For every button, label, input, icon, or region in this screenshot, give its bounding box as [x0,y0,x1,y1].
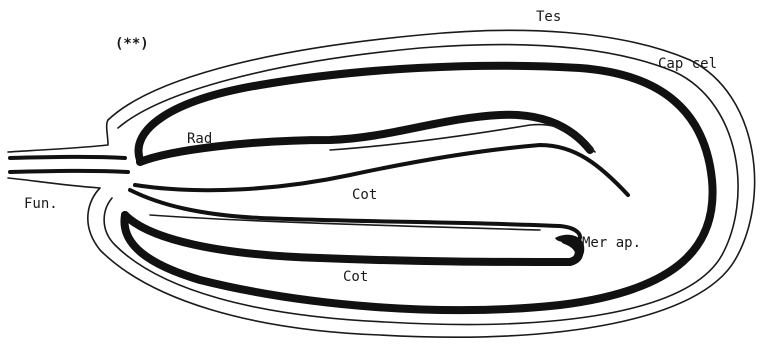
upper-cotyledon-lower-edge [135,145,628,195]
embryo-boundary-thick [124,66,712,310]
label-apical-meristem: Mer ap. [582,235,641,251]
seed-coat-outer-outline [8,30,755,337]
label-cotyledon-lower: Cot [343,269,368,285]
label-cell-layer: Cap cel [658,56,717,72]
label-funiculus: Fun. [24,196,58,212]
figure-marker: (**) [115,36,149,52]
funiculus-stalk-upper [10,157,125,158]
label-radicle: Rad [187,131,212,147]
label-testa: Tes [536,9,561,25]
funiculus-upper-edge [8,120,108,152]
label-cotyledon-upper: Cot [352,187,377,203]
funiculus-stalk-lower [10,171,128,172]
